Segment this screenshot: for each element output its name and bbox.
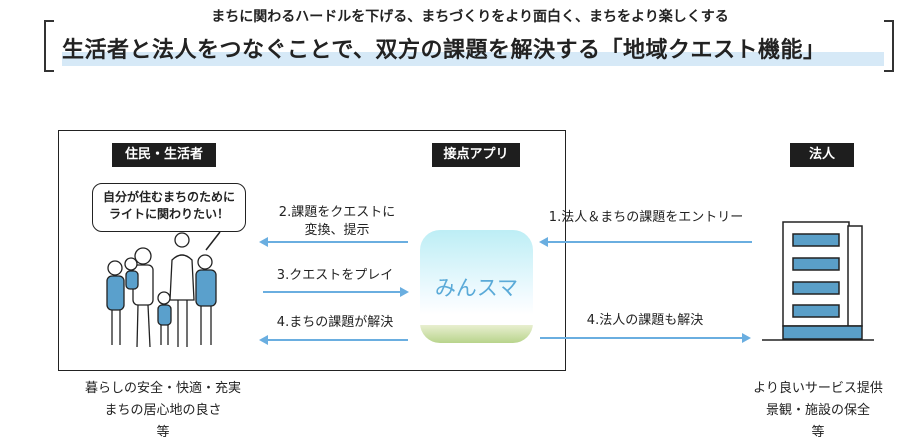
bracket-right (884, 20, 894, 72)
app-town-illustration (420, 325, 533, 343)
step3-label: 3.クエストをプレイ (276, 268, 394, 283)
step2-line: 変換、提示 (304, 223, 370, 238)
benefit-item: 景観・施設の保全 (765, 403, 870, 418)
benefit-item: 等 (156, 425, 170, 440)
page-title: 生活者と法人をつなぐことで、双方の課題を解決する「地域クエスト機能」 (62, 38, 826, 63)
residents-benefits: 暮らしの安全・快適・充実 まちの居心地の良さ 等 (63, 378, 263, 444)
step1-label: 1.法人＆まちの課題をエントリー (548, 210, 744, 225)
step2-line: 2.課題をクエストに (278, 205, 396, 220)
corporate-benefits: より良いサービス提供 景観・施設の保全 等 (718, 378, 900, 444)
family-illustration (106, 232, 217, 348)
subtitle: まちに関わるハードルを下げる、まちづくりをより面白く、まちをより楽しくする (211, 9, 729, 25)
title-highlight (62, 52, 884, 66)
step4a-label: 4.まちの課題が解決 (276, 315, 394, 330)
step4b-label: 4.法人の課題も解決 (586, 313, 704, 328)
app-icon: みんスマ (420, 230, 533, 343)
benefit-item: より良いサービス提供 (753, 381, 883, 396)
bubble-line: 自分が住むまちのために (102, 190, 235, 204)
bubble-line: ライトに関わりたい！ (108, 207, 229, 221)
bubble-tail (205, 231, 221, 251)
app-name: みんスマ (434, 276, 519, 300)
app-tag: 接点アプリ (432, 143, 520, 167)
residents-app-frame (58, 130, 566, 371)
bracket-left (44, 20, 54, 72)
step2-label: 2.課題をクエストに 変換、提示 (272, 204, 402, 240)
building-icon (762, 221, 874, 341)
arrows (259, 237, 752, 345)
residents-tag: 住民・生活者 (112, 143, 216, 167)
speech-bubble: 自分が住むまちのために ライトに関わりたい！ (92, 183, 246, 232)
benefit-item: 暮らしの安全・快適・充実 (84, 381, 241, 396)
benefit-item: まちの居心地の良さ (104, 403, 222, 418)
benefit-item: 等 (811, 425, 825, 440)
corporate-tag: 法人 (790, 143, 854, 167)
